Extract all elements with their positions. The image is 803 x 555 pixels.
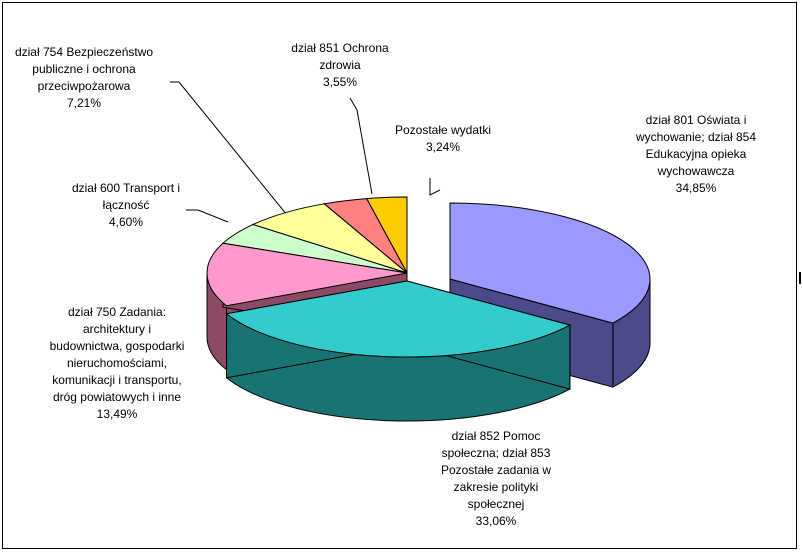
slice-label-line: wychowanie; dział 854 (635, 130, 756, 144)
slice-label-line: dział 852 Pomoc (452, 429, 541, 443)
slice-label-line: dział 750 Zadania: (68, 305, 166, 319)
slice-label-line: dział 851 Ochrona (291, 41, 389, 55)
slice-label-line: Edukacyjna opieka (646, 147, 747, 161)
slice-label-line: wychowawcza (657, 164, 735, 178)
leader-line (186, 209, 229, 223)
slice-label-line: 3,55% (323, 75, 357, 89)
slice-label-line: przeciwpożarowa (38, 79, 131, 93)
leader-line (170, 81, 288, 216)
slice-labels: dział 801 Oświata i wychowanie; dział 854… (15, 41, 756, 528)
slice-label: dział 801 Oświata i wychowanie; dział 854… (635, 113, 756, 195)
slice-label-line: Pozostałe wydatki (395, 123, 491, 137)
slice-label-line: publiczne i ochrona (32, 62, 136, 76)
slice-label-line: nieruchomościami, (67, 356, 167, 370)
slice-label-line: 34,85% (676, 181, 717, 195)
slice-label-line: dział 801 Oświata i (646, 113, 747, 127)
slice-label-line: społecznej (468, 497, 525, 511)
slice-label-line: budownictwa, gospodarki (50, 339, 185, 353)
leader-line (429, 178, 441, 196)
frame-tick-mark (799, 272, 801, 284)
slice-label-line: komunikacji i transportu, (52, 373, 181, 387)
slice-label-line: zdrowia (319, 58, 361, 72)
slice-label-line: architektury i (83, 322, 151, 336)
slice-label-line: dział 754 Bezpieczeństwo (15, 45, 153, 59)
pie-slice-top (449, 202, 651, 324)
pie-slice-top (225, 280, 572, 358)
slice-label-line: dróg powiatowych i inne (53, 390, 181, 404)
slice-label-line: 7,21% (67, 96, 101, 110)
slice-label: dział 851 Ochrona zdrowia 3,55% (291, 41, 389, 89)
pie-slice-top (206, 242, 408, 307)
slice-label-line: 3,24% (426, 140, 460, 154)
slice-label-line: 4,60% (109, 215, 143, 229)
slice-label-line: 13,49% (97, 407, 138, 421)
slice-label: dział 750 Zadania: architektury i budownic… (50, 305, 185, 421)
slice-label-line: społeczna; dział 853 (442, 446, 551, 460)
slice-label-line: 33,06% (476, 514, 517, 528)
pie-slices (206, 196, 651, 422)
slice-label-line: zakresie polityki (454, 480, 539, 494)
slice-label: Pozostałe wydatki 3,24% (395, 123, 491, 154)
slice-label-line: Pozostałe zadania w (441, 463, 551, 477)
slice-label: dział 754 Bezpieczeństwo publiczne i ochr… (15, 45, 153, 110)
pie-slice (225, 280, 572, 422)
leader-line (349, 97, 373, 195)
slice-label: dział 600 Transport i łączność 4,60% (72, 181, 180, 229)
slice-label-line: dział 600 Transport i (72, 181, 180, 195)
slice-label-line: łączność (103, 198, 150, 212)
